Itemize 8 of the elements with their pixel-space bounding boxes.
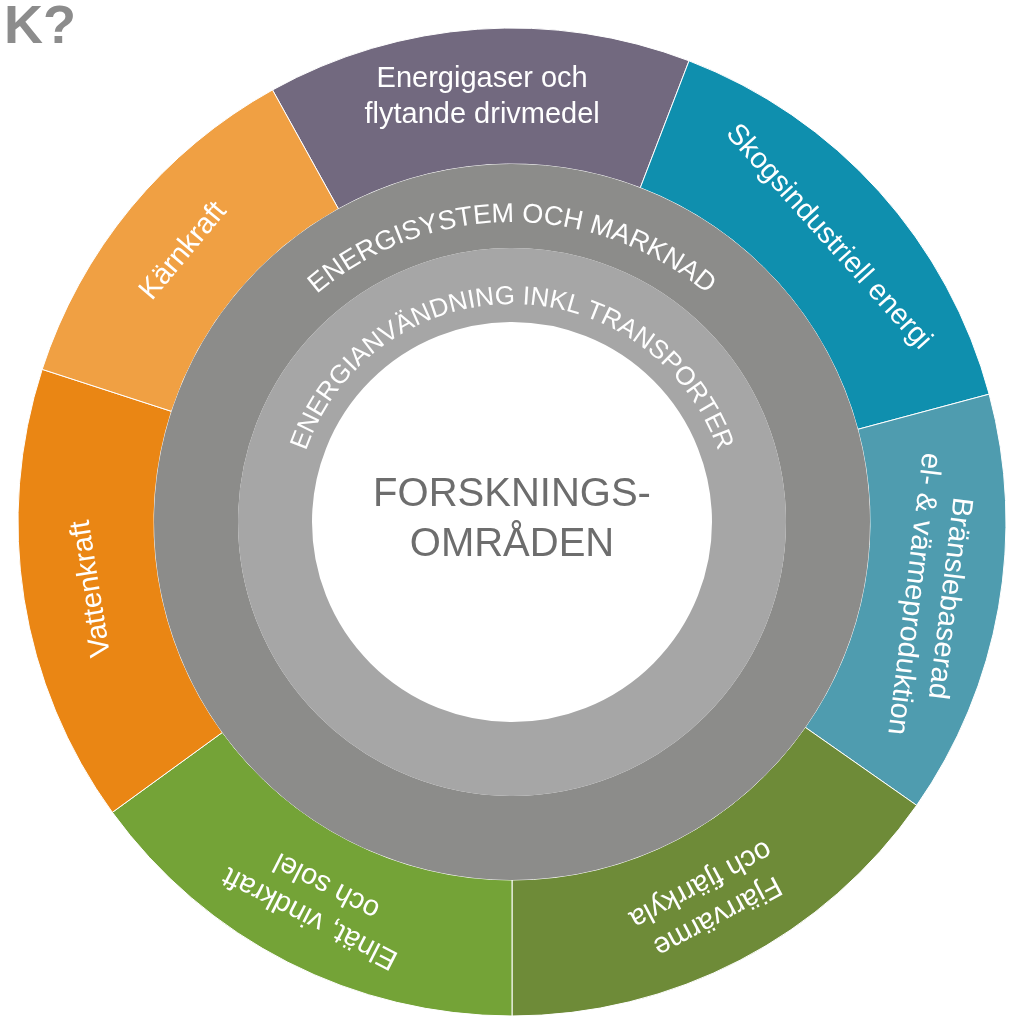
center-title: FORSKNINGS- OMRÅDEN xyxy=(372,467,652,567)
heading-fragment: K? xyxy=(4,0,76,54)
segment-label: Vattenkraft xyxy=(62,518,116,660)
ring-segment xyxy=(804,393,1007,806)
ring-segment xyxy=(111,731,513,1017)
segment-label: Bränslebaserad el- & värmeproduktion xyxy=(882,451,980,737)
ring-segment xyxy=(17,368,223,813)
segment-label: Energigaser och flytande drivmedel xyxy=(364,61,600,130)
